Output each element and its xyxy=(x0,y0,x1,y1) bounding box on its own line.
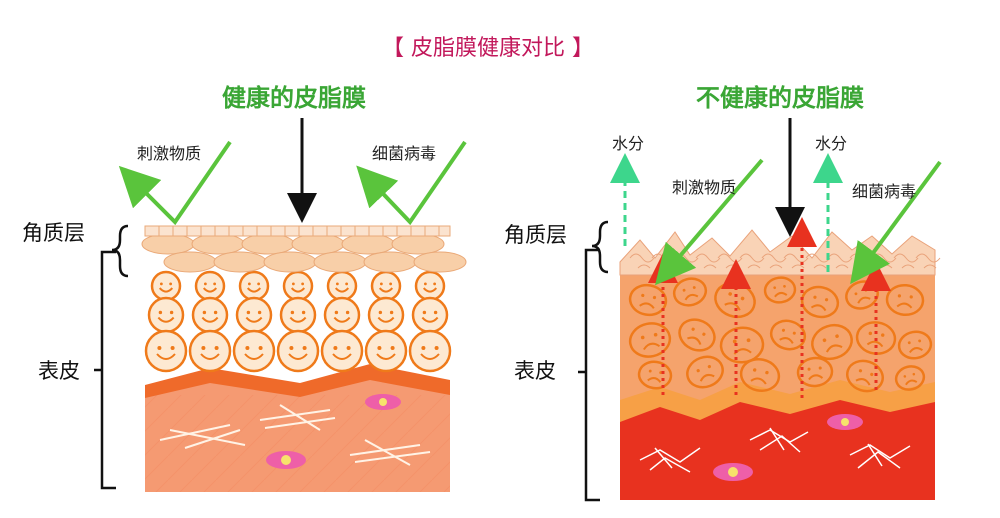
unhealthy-corneum-label: 角质层 xyxy=(504,223,567,247)
unhealthy-epidermis-label: 表皮 xyxy=(514,359,556,383)
smiley-cell xyxy=(370,270,402,302)
distorted-cell xyxy=(897,330,933,360)
distorted-cell xyxy=(637,360,673,390)
distorted-cell xyxy=(894,365,926,391)
smiley-cell xyxy=(232,329,276,373)
unhealthy-corneum-bracket xyxy=(591,220,609,274)
healthy-flat-cells xyxy=(141,233,467,273)
distorted-cell xyxy=(855,321,897,355)
smiley-cell xyxy=(364,329,408,373)
smiley-cell xyxy=(150,270,182,302)
unhealthy-epidermis-body xyxy=(620,262,935,400)
distorted-cell xyxy=(628,283,668,317)
smiley-cell xyxy=(282,270,314,302)
distorted-cell xyxy=(885,283,925,317)
healthy-panel xyxy=(94,118,467,492)
unhealthy-bacteria-label: 细菌病毒 xyxy=(852,182,917,201)
smiley-cell xyxy=(279,296,317,334)
unhealthy-red-dotted-arrows xyxy=(648,217,891,398)
healthy-epidermis-bracket xyxy=(94,250,116,490)
smiley-cell xyxy=(238,270,270,302)
smiley-cell xyxy=(323,296,361,334)
smiley-cell xyxy=(367,296,405,334)
healthy-sebum-film xyxy=(144,225,451,237)
smiley-cell xyxy=(414,270,446,302)
distorted-cell xyxy=(796,356,834,388)
distorted-cell xyxy=(811,323,853,361)
unhealthy-cells xyxy=(628,276,933,393)
smiley-cell xyxy=(326,270,358,302)
distorted-cell xyxy=(739,358,781,392)
healthy-stimulus-label: 刺激物质 xyxy=(137,144,202,163)
smiley-cell xyxy=(191,296,229,334)
healthy-fibers xyxy=(159,404,431,466)
distorted-cell xyxy=(763,276,797,304)
healthy-basement-band xyxy=(145,364,450,398)
unhealthy-stimulus-label: 刺激物质 xyxy=(672,178,737,197)
unhealthy-stimulus-arrow xyxy=(655,158,764,286)
smiley-cell xyxy=(147,296,185,334)
healthy-stimulus-check-arrow xyxy=(118,140,232,226)
healthy-corneum-bracket xyxy=(111,224,129,278)
unhealthy-water-label-left: 水分 xyxy=(612,134,645,153)
smiley-cell xyxy=(276,329,320,373)
distorted-cell xyxy=(846,359,884,393)
unhealthy-epidermis-bracket xyxy=(578,248,600,502)
healthy-epidermis-label: 表皮 xyxy=(38,359,80,383)
smiley-cell xyxy=(411,296,449,334)
healthy-heading: 健康的皮脂膜 xyxy=(222,84,366,112)
smiley-cell xyxy=(188,329,232,373)
distorted-cell xyxy=(686,355,724,389)
smiley-cell xyxy=(235,296,273,334)
unhealthy-damaged-fibers xyxy=(639,427,911,473)
healthy-bacteria-check-arrow xyxy=(356,140,467,226)
unhealthy-water-label-right: 水分 xyxy=(815,134,848,153)
smiley-cell xyxy=(320,329,364,373)
distorted-cell xyxy=(628,322,672,358)
unhealthy-heading: 不健康的皮脂膜 xyxy=(696,84,864,112)
unhealthy-bacteria-arrow xyxy=(850,160,942,285)
unhealthy-dermis xyxy=(620,398,935,500)
healthy-corneum-label: 角质层 xyxy=(22,221,85,245)
smiley-cell xyxy=(144,329,188,373)
distorted-cell xyxy=(678,318,716,352)
unhealthy-panel xyxy=(578,118,942,502)
distorted-cell xyxy=(769,319,807,351)
healthy-cells xyxy=(144,270,452,373)
smiley-cell xyxy=(408,329,452,373)
page-title: 【 皮脂膜健康对比 】 xyxy=(382,36,594,61)
smiley-cell xyxy=(194,270,226,302)
healthy-bacteria-label: 细菌病毒 xyxy=(372,144,437,163)
